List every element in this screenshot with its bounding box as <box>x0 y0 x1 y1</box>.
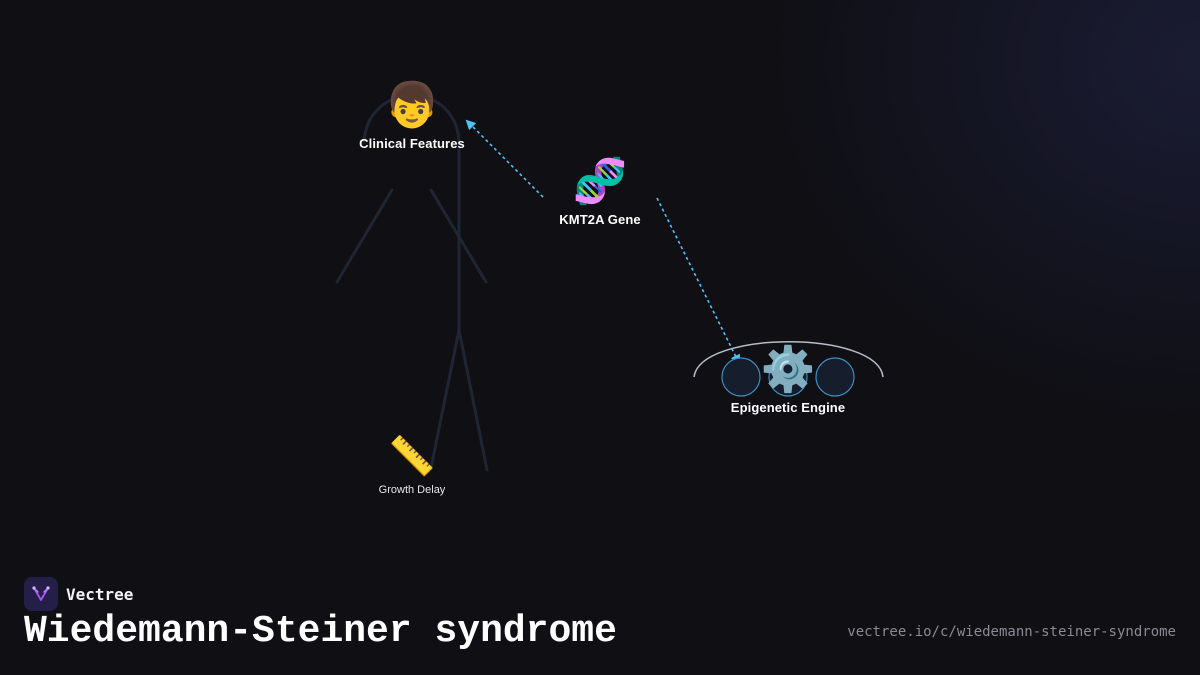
node-growth-delay: 📏 Growth Delay <box>352 434 472 496</box>
figure-left-arm <box>335 188 394 284</box>
engine-center-circle <box>768 357 808 397</box>
clinical-features-label: Clinical Features <box>359 136 465 151</box>
brand-name: Vectree <box>66 584 134 604</box>
dna-icon: 🧬 <box>572 156 628 207</box>
engine-arc <box>693 341 884 378</box>
epigenetic-engine-label: Epigenetic Engine <box>730 400 846 415</box>
kmt2a-gene-label: KMT2A Gene <box>559 212 641 227</box>
stick-figure <box>335 94 489 472</box>
ruler-icon: 📏 <box>388 434 436 478</box>
page-title: Wiedemann-Steiner syndrome <box>24 610 617 653</box>
boy-face-icon: 👦 <box>384 80 440 131</box>
page-url[interactable]: vectree.io/c/wiedemann-steiner-syndrome <box>847 624 1176 640</box>
engine-shape <box>693 341 884 397</box>
figure-right-leg <box>457 328 489 472</box>
figure-head-arc <box>362 94 461 144</box>
engine-left-circle <box>721 357 761 397</box>
engine-right-circle <box>815 357 855 397</box>
figure-right-arm <box>429 188 488 284</box>
gear-icon: ⚙️ <box>760 344 816 395</box>
node-epigenetic-engine: ⚙️ Epigenetic Engine <box>708 344 868 416</box>
node-clinical-features: 👦 Clinical Features <box>342 80 482 152</box>
brand[interactable]: Vectree <box>24 577 133 611</box>
node-kmt2a-gene: 🧬 KMT2A Gene <box>530 156 670 228</box>
growth-delay-label: Growth Delay <box>378 484 446 496</box>
vectree-logo-icon <box>24 577 58 611</box>
arrow-gene-to-engine <box>656 197 740 365</box>
figure-left-leg <box>429 328 461 470</box>
